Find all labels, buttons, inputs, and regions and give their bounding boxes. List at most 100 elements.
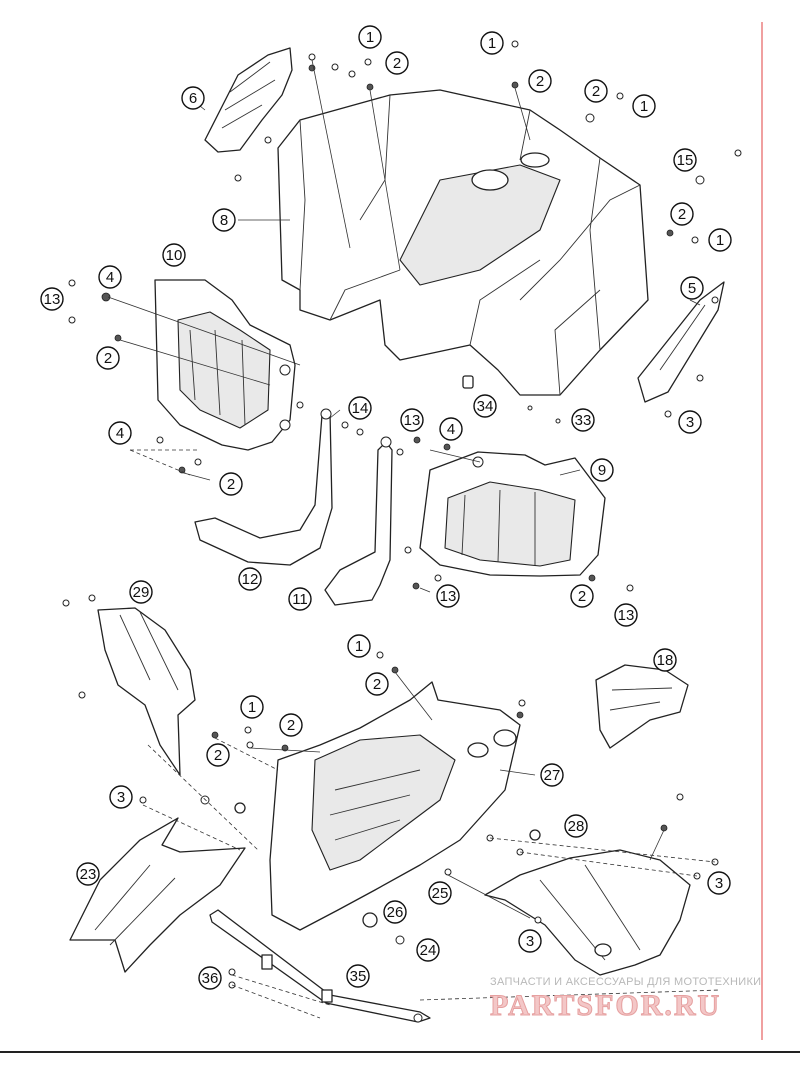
- callout-circle: [708, 228, 732, 252]
- callout-circle: [181, 86, 205, 110]
- callout-number: 1: [716, 232, 724, 249]
- callout-circle: [346, 964, 370, 988]
- callout-13a: 13: [40, 287, 64, 311]
- callout-10: 10: [162, 243, 186, 267]
- callout-number: 23: [80, 866, 97, 883]
- callout-number: 3: [526, 933, 534, 950]
- callout-3d: 3: [518, 929, 542, 953]
- callout-circle: [416, 938, 440, 962]
- callout-circle: [518, 929, 542, 953]
- callout-circle: [347, 634, 371, 658]
- callout-29: 29: [129, 580, 153, 604]
- callout-circle: [473, 394, 497, 418]
- callout-12: 12: [238, 567, 262, 591]
- callout-4a: 4: [98, 265, 122, 289]
- callout-5: 5: [680, 276, 704, 300]
- part-left-bracket: [194, 408, 333, 566]
- callout-26: 26: [383, 900, 407, 924]
- callout-number: 2: [227, 476, 235, 493]
- callout-circle: [439, 417, 463, 441]
- callout-6: 6: [181, 86, 205, 110]
- callout-number: 28: [568, 818, 585, 835]
- callout-36: 36: [198, 966, 222, 990]
- callout-2h: 2: [365, 672, 389, 696]
- callout-33: 33: [571, 408, 595, 432]
- callout-2i: 2: [279, 713, 303, 737]
- part-grommet-26: [362, 912, 378, 928]
- callout-number: 1: [640, 98, 648, 115]
- callout-number: 3: [117, 789, 125, 806]
- callout-number: 6: [189, 90, 197, 107]
- callout-number: 10: [166, 247, 183, 264]
- callout-circle: [564, 814, 588, 838]
- callout-circle: [219, 472, 243, 496]
- part-side-plate-5: [637, 281, 725, 403]
- part-front-left-panel: [97, 607, 196, 776]
- callout-circle: [238, 567, 262, 591]
- callout-number: 13: [440, 588, 457, 605]
- callout-circle: [653, 648, 677, 672]
- callout-number: 25: [432, 885, 449, 902]
- callout-number: 2: [393, 55, 401, 72]
- callout-number: 12: [242, 571, 259, 588]
- callout-27: 27: [540, 763, 564, 787]
- callout-2g: 2: [570, 584, 594, 608]
- callout-13c: 13: [436, 584, 460, 608]
- callout-13b: 13: [400, 408, 424, 432]
- watermark-caption: ЗАПЧАСТИ И АКСЕССУАРЫ ДЛЯ МОТОТЕХНИКИ: [490, 976, 761, 988]
- part-small-cover-18: [595, 664, 689, 749]
- callout-number: 2: [214, 747, 222, 764]
- callout-number: 4: [116, 425, 124, 442]
- part-front-fender: [269, 681, 521, 931]
- callout-circle: [400, 408, 424, 432]
- callout-circle: [288, 587, 312, 611]
- part-right-bracket: [324, 436, 393, 606]
- part-side-cover-6: [204, 47, 293, 153]
- callout-1a: 1: [358, 25, 382, 49]
- part-rod-35: [209, 909, 431, 1023]
- callout-24: 24: [416, 938, 440, 962]
- callout-number: 2: [104, 350, 112, 367]
- callout-number: 24: [420, 942, 437, 959]
- callout-circle: [385, 51, 409, 75]
- callout-circle: [707, 871, 731, 895]
- callout-2j: 2: [206, 743, 230, 767]
- callout-2c: 2: [584, 79, 608, 103]
- callout-circle: [162, 243, 186, 267]
- callout-2a: 2: [385, 51, 409, 75]
- callout-number: 4: [106, 269, 114, 286]
- callout-1d: 1: [708, 228, 732, 252]
- callout-14: 14: [348, 396, 372, 420]
- part-rear-fender: [277, 89, 649, 396]
- callout-number: 2: [578, 588, 586, 605]
- watermark-brand: PARTSFOR.RU: [490, 989, 721, 1022]
- callout-circle: [129, 580, 153, 604]
- callout-23: 23: [76, 862, 100, 886]
- callout-2e: 2: [96, 346, 120, 370]
- callout-3c: 3: [707, 871, 731, 895]
- callout-1b: 1: [480, 31, 504, 55]
- callout-number: 1: [355, 638, 363, 655]
- callout-circle: [678, 410, 702, 434]
- leader-lines: [107, 59, 721, 1019]
- callout-number: 11: [292, 591, 308, 608]
- callout-number: 1: [488, 35, 496, 52]
- callout-circle: [383, 900, 407, 924]
- callout-circle: [680, 276, 704, 300]
- callout-number: 29: [133, 584, 150, 601]
- callout-circle: [279, 713, 303, 737]
- part-right-storage-box: [419, 451, 606, 577]
- callout-circle: [436, 584, 460, 608]
- callout-2b: 2: [528, 69, 552, 93]
- callout-number: 15: [677, 152, 694, 169]
- callout-circle: [206, 743, 230, 767]
- callout-number: 3: [686, 414, 694, 431]
- callout-circle: [480, 31, 504, 55]
- callout-number: 13: [618, 607, 635, 624]
- callout-35: 35: [346, 964, 370, 988]
- callout-circle: [632, 94, 656, 118]
- callout-circle: [109, 785, 133, 809]
- callout-1f: 1: [240, 695, 264, 719]
